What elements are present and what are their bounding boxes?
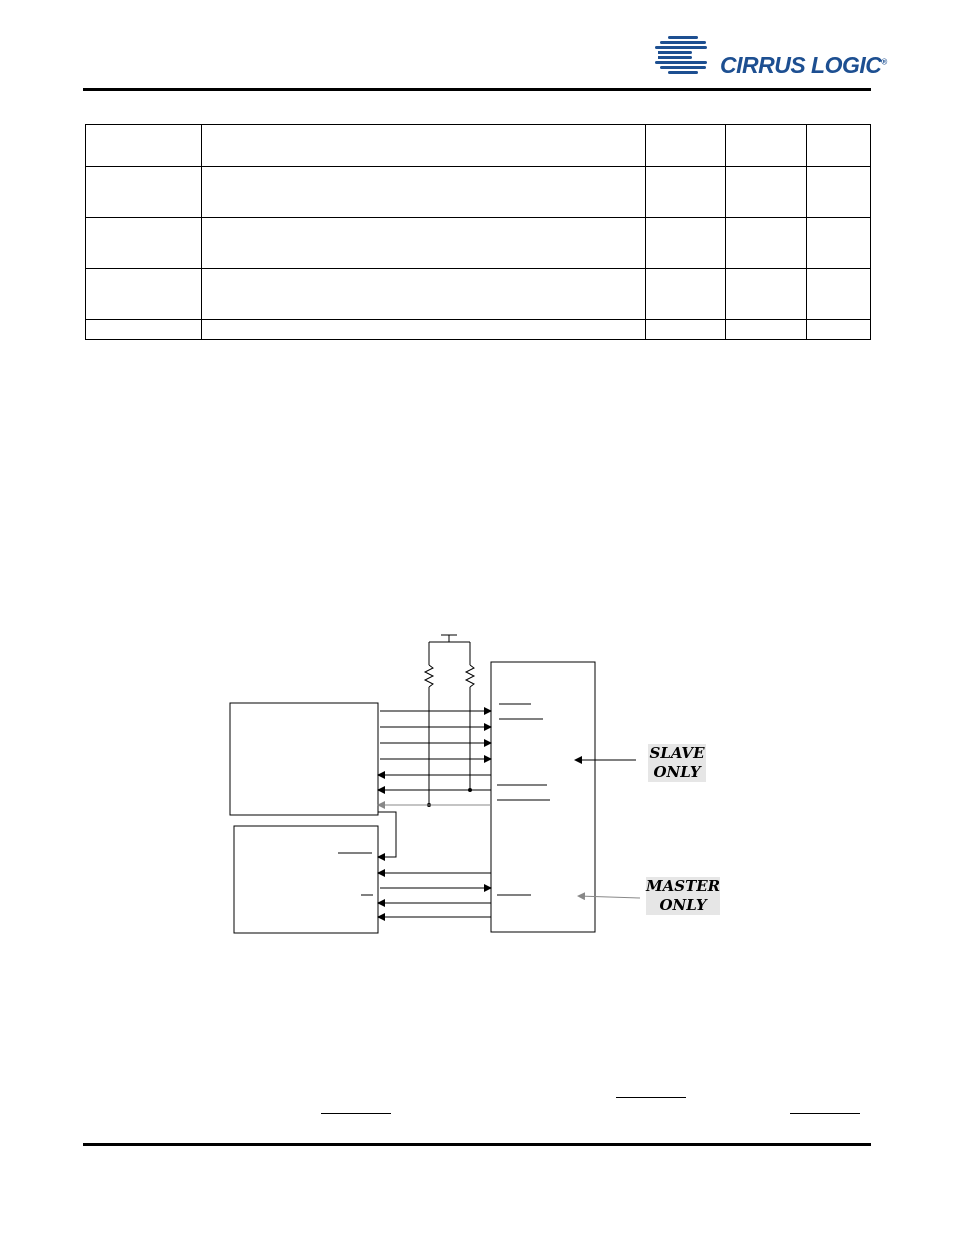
header-rule [83,88,871,91]
table-row [85,166,871,218]
host-block-upper [229,702,379,816]
logo-wordmark: CIRRUS LOGIC [720,52,882,78]
cirrus-logic-logo: CIRRUS LOGIC® [650,34,887,80]
upper-signal-lines [377,707,492,794]
registered-mark: ® [881,57,887,67]
table-cell [806,319,871,340]
table-cell [85,268,202,320]
device-block [490,661,596,933]
pullup-resistor-left [423,664,435,805]
spec-table [85,124,871,340]
table-cell [645,124,726,167]
cirrus-swirl-icon [650,36,707,74]
footer-rule [83,1143,871,1146]
pullup-resistor-right [464,664,476,790]
master-pointer-arrow [577,892,641,901]
text-overbar [616,1097,686,1098]
table-row [85,319,871,340]
text-overbar [790,1113,860,1114]
host-block-lower [233,825,379,934]
master-only-label: MASTER ONLY [646,877,721,915]
table-cell [645,166,726,218]
supply-symbol [428,634,471,665]
lower-signal-lines [377,869,492,921]
table-cell [806,217,871,269]
text-overbar [321,1113,391,1114]
table-cell [806,166,871,218]
slave-only-label: SLAVE ONLY [648,744,706,782]
interblock-loop [377,811,397,861]
table-cell [806,124,871,167]
table-row [85,124,871,167]
pin-overbars [338,703,550,896]
table-cell [201,217,646,269]
table-cell [85,166,202,218]
table-cell [201,166,646,218]
table-cell [725,124,807,167]
table-cell [201,124,646,167]
table-cell [725,166,807,218]
